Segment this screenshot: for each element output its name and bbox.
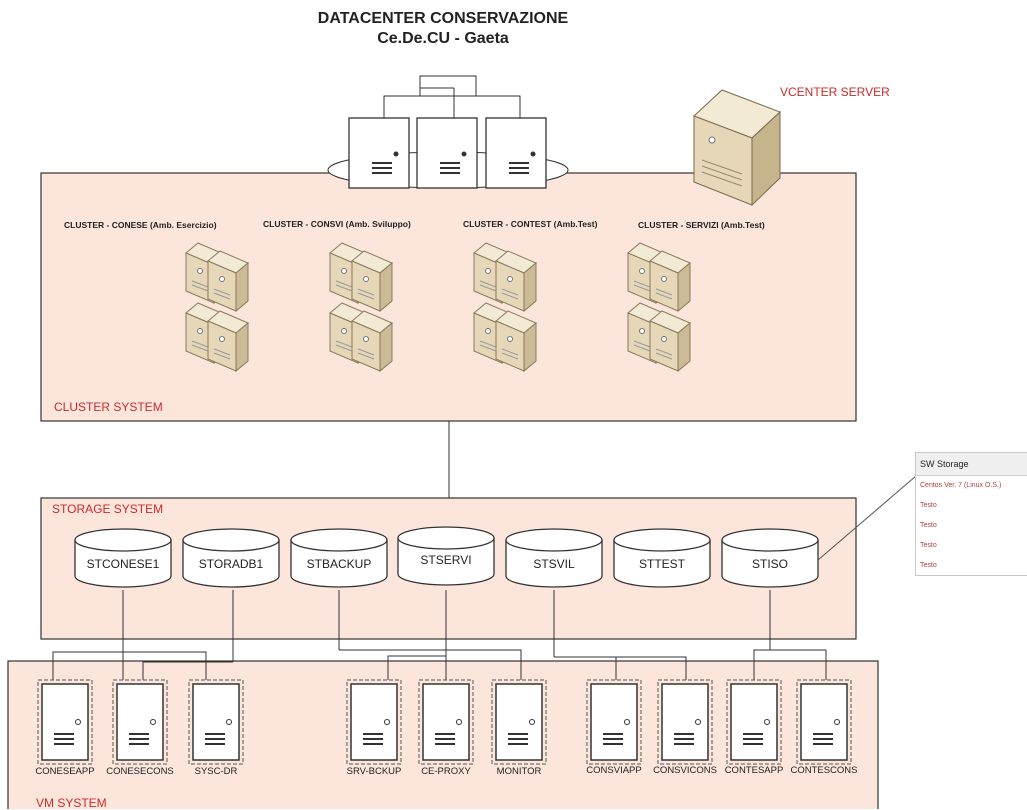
disk-label: STISO: [751, 557, 788, 571]
cluster-contest-label: CLUSTER - CONTEST (Amb.Test): [463, 219, 598, 229]
sw-storage-row: Testo: [920, 562, 937, 569]
diagram-subtitle: Ce.De.CU - Gaeta: [377, 30, 509, 47]
disk-label: STBACKUP: [306, 557, 372, 571]
vm-label: MONITOR: [496, 766, 542, 777]
vm-label: CE-PROXY: [421, 766, 471, 777]
vm-sysc-dr: [188, 679, 244, 765]
mgmt-server-1: [348, 117, 410, 189]
vm-system-label: VM SYSTEM: [36, 796, 107, 810]
sw-storage-panel: SW Storage Centos Ver. 7 (Linux O.S.) Te…: [915, 452, 1027, 576]
vm-label: SYSC-DR: [194, 766, 238, 777]
cluster-servizi-label: CLUSTER - SERVIZI (Amb.Test): [638, 220, 765, 230]
sw-storage-row: Testo: [920, 542, 937, 549]
cluster-system-zone: [40, 172, 857, 422]
cluster-system-label: CLUSTER SYSTEM: [54, 400, 163, 414]
vm-ce-proxy: [418, 679, 474, 765]
diagram-title: DATACENTER CONSERVAZIONE: [317, 10, 569, 27]
vm-label: CONESEAPP: [35, 766, 95, 777]
disk-label: STSERVI: [420, 553, 472, 567]
sw-storage-title: SW Storage: [916, 453, 1027, 476]
vm-label: SRV-BCKUP: [346, 766, 402, 777]
storage-system-label: STORAGE SYSTEM: [52, 502, 164, 516]
vcenter-label: VCENTER SERVER: [780, 85, 890, 99]
vm-label: CONSVIAPP: [586, 765, 642, 776]
mgmt-server-2: [416, 117, 478, 189]
sw-storage-row: Testo: [920, 522, 937, 529]
cluster-conese-label: CLUSTER - CONESE (Amb. Esercizio): [64, 220, 217, 230]
vm-label: CONSVICONS: [653, 765, 717, 776]
storage-vm-wiring: [52, 590, 827, 680]
vm-label: CONTESCONS: [790, 765, 858, 776]
cluster-consvi-label: CLUSTER - CONSVI (Amb. Sviluppo): [263, 219, 411, 229]
disk-label: STTEST: [638, 557, 685, 571]
mgmt-server-3: [485, 117, 547, 189]
management-network: [383, 75, 521, 118]
vcenter-server-icon: [693, 89, 781, 207]
vm-conese-app: [37, 679, 93, 765]
vm-contes-cons: [796, 679, 852, 765]
vm-label: CONTESAPP: [724, 765, 784, 776]
vm-consvi-app: [586, 679, 642, 765]
disk-label: STCONESE1: [86, 557, 160, 571]
vm-srv-bckup: [346, 679, 402, 765]
vm-conese-cons: [112, 679, 168, 765]
sw-storage-row: Centos Ver. 7 (Linux O.S.): [920, 482, 1002, 489]
sw-storage-callout-line: [817, 475, 917, 561]
vm-contes-app: [726, 679, 782, 765]
vm-label: CONESECONS: [106, 766, 174, 777]
vm-consvi-cons: [657, 679, 713, 765]
disk-label: STSVIL: [533, 557, 575, 571]
vm-monitor: [491, 679, 547, 765]
sw-storage-row: Testo: [920, 502, 937, 509]
disk-label: STORADB1: [198, 557, 264, 571]
